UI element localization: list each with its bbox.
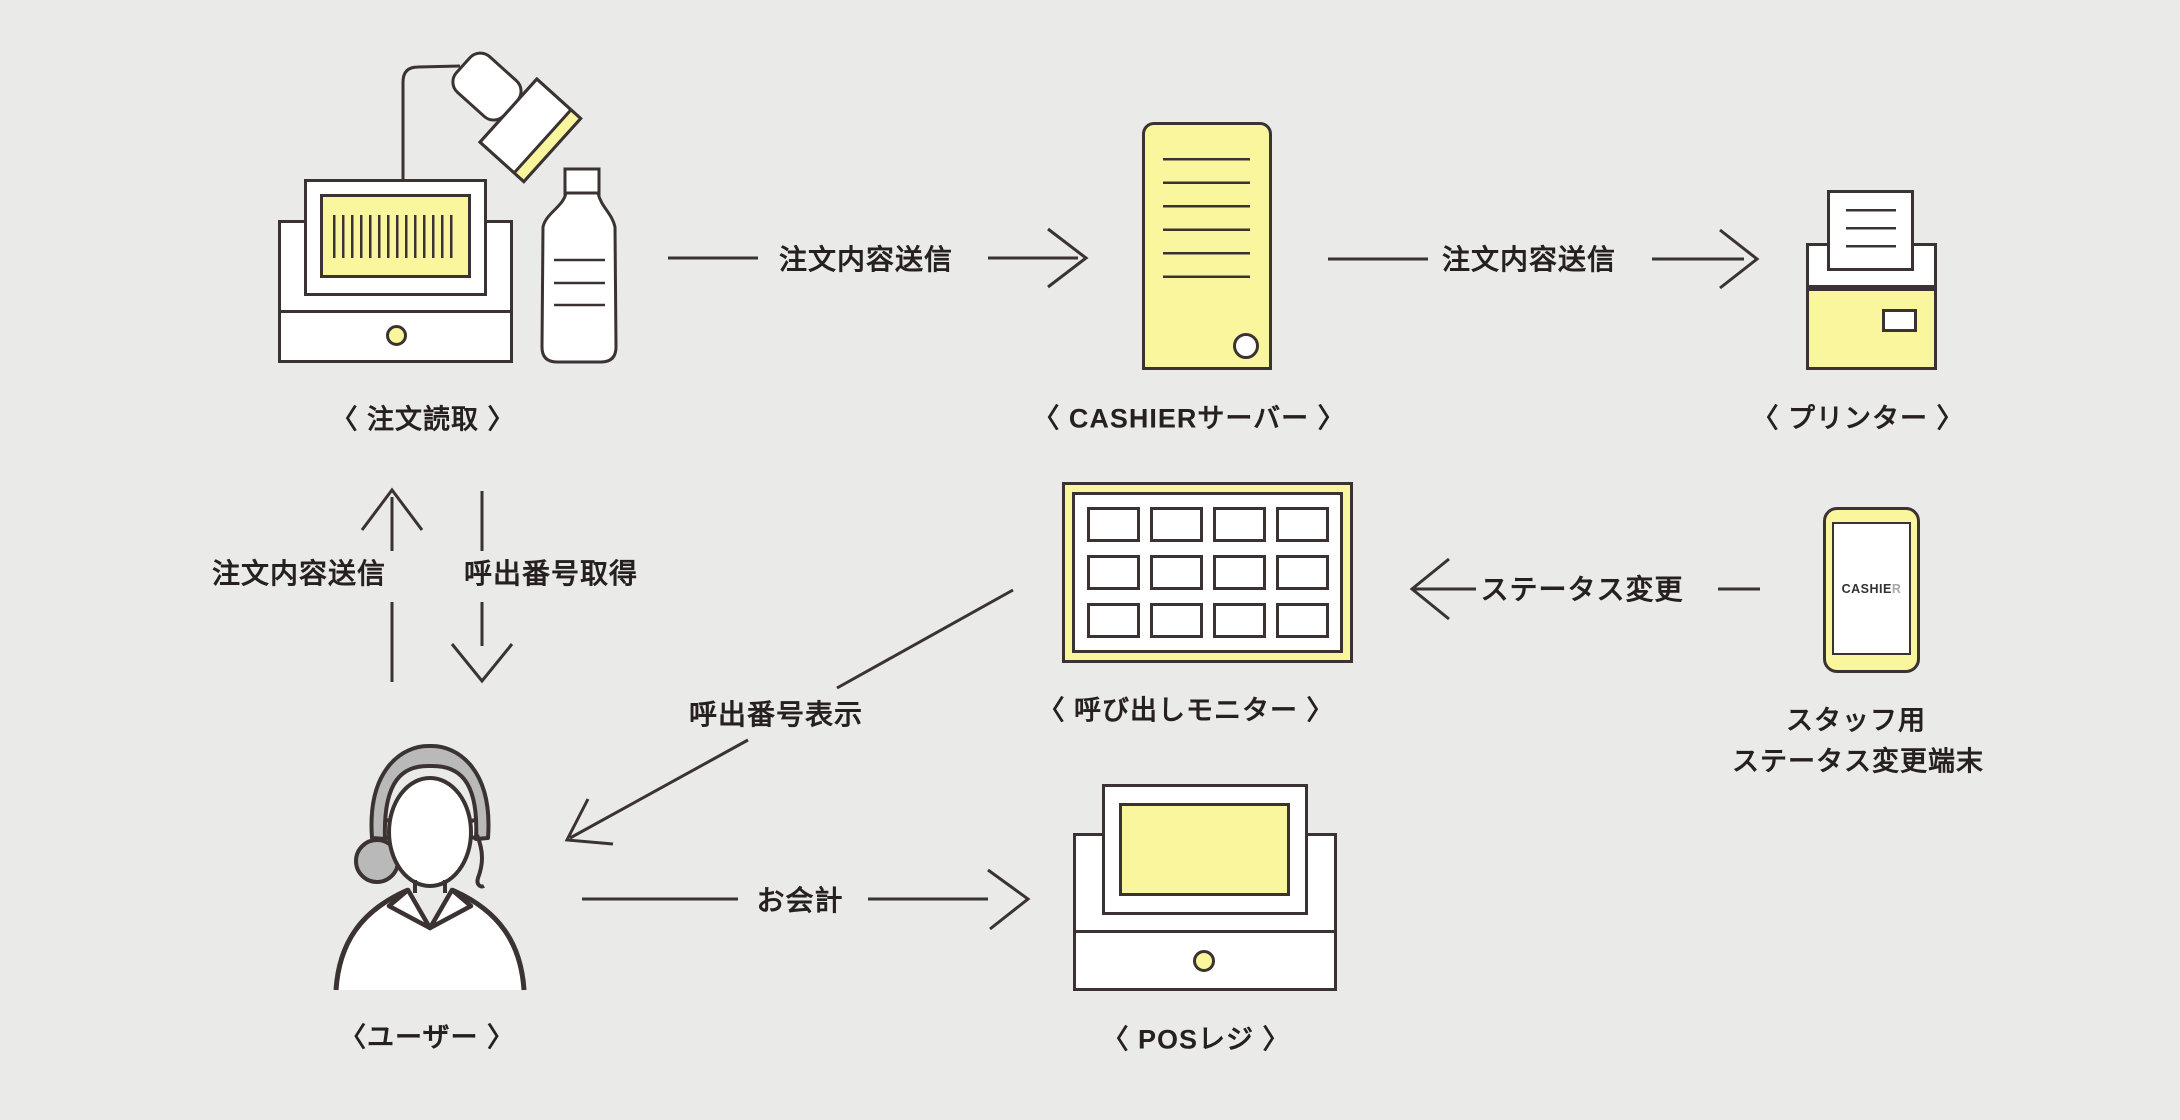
edge-label-scanner-to-user: 呼出番号取得	[463, 558, 639, 589]
monitor-grid-cell	[1087, 555, 1140, 590]
arrow-monitor-to-user	[564, 588, 1014, 846]
pos-screen	[1119, 803, 1290, 896]
barcode-icon	[333, 215, 458, 258]
edge-label-user-to-scanner: 注文内容送信	[211, 558, 387, 589]
printer-body	[1806, 288, 1937, 370]
monitor-grid-cell	[1213, 603, 1266, 638]
edge-label-user-to-pos: お会計	[756, 885, 844, 916]
server-vent-lines	[1163, 158, 1250, 280]
pos-label: 〈 POSレジ 〉	[1101, 1024, 1291, 1055]
call-monitor-grid	[1087, 507, 1329, 638]
monitor-grid-cell	[1276, 555, 1329, 590]
monitor-grid-cell	[1213, 507, 1266, 542]
printer-paper-lines	[1846, 209, 1896, 248]
monitor-grid-cell	[1150, 603, 1203, 638]
monitor-grid-cell	[1150, 555, 1203, 590]
arrow-scanner-to-user	[450, 491, 514, 684]
user-icon	[333, 743, 527, 991]
cashier-brand-text: CASHIE	[1841, 581, 1892, 596]
edge-label-monitor-to-user: 呼出番号表示	[688, 699, 864, 730]
printer-label: 〈 プリンター 〉	[1751, 403, 1965, 434]
edge-label-terminal-to-monitor: ステータス変更	[1480, 574, 1684, 605]
pos-drawer	[1073, 930, 1337, 991]
staff-terminal-label-line2: ステータス変更端末	[1732, 746, 1984, 777]
printer-button	[1882, 309, 1917, 332]
pos-drawer-button	[1193, 950, 1215, 972]
call-monitor-frame	[1062, 482, 1353, 663]
scanner-label: 〈 注文読取 〉	[330, 404, 516, 435]
edge-label-scanner-to-server: 注文内容送信	[778, 244, 954, 275]
scanner-monitor	[304, 179, 487, 296]
scanner-cable	[401, 64, 461, 180]
monitor-grid-cell	[1087, 507, 1140, 542]
arrow-user-to-pos	[582, 868, 1031, 931]
arrow-scanner-to-server	[668, 227, 1089, 289]
arrow-terminal-to-monitor	[1409, 557, 1760, 621]
scanner-lamp-icon	[451, 51, 583, 184]
scanner-screen	[320, 194, 471, 278]
monitor-grid-cell	[1087, 603, 1140, 638]
monitor-grid-cell	[1150, 507, 1203, 542]
monitor-grid-cell	[1213, 555, 1266, 590]
scanner-button	[386, 325, 407, 346]
monitor-grid-cell	[1276, 507, 1329, 542]
cashier-brand-accent: R	[1891, 581, 1902, 596]
edge-label-server-to-printer: 注文内容送信	[1441, 244, 1617, 275]
arrow-user-to-scanner	[360, 487, 424, 682]
call-monitor-label: 〈 呼び出しモニター 〉	[1037, 695, 1335, 726]
pos-monitor	[1102, 784, 1308, 915]
server-icon	[1142, 122, 1272, 370]
monitor-grid-cell	[1276, 603, 1329, 638]
call-monitor-screen	[1072, 492, 1343, 653]
staff-terminal-label-line1: スタッフ用	[1786, 705, 1926, 736]
server-power-light	[1233, 333, 1259, 359]
bottle-icon	[540, 167, 618, 364]
scanner-drawer-line	[280, 310, 511, 313]
arrow-server-to-printer	[1328, 228, 1760, 290]
printer-paper	[1827, 190, 1914, 271]
user-label: 〈ユーザー 〉	[339, 1022, 515, 1053]
server-label: 〈 CASHIERサーバー 〉	[1032, 403, 1346, 434]
